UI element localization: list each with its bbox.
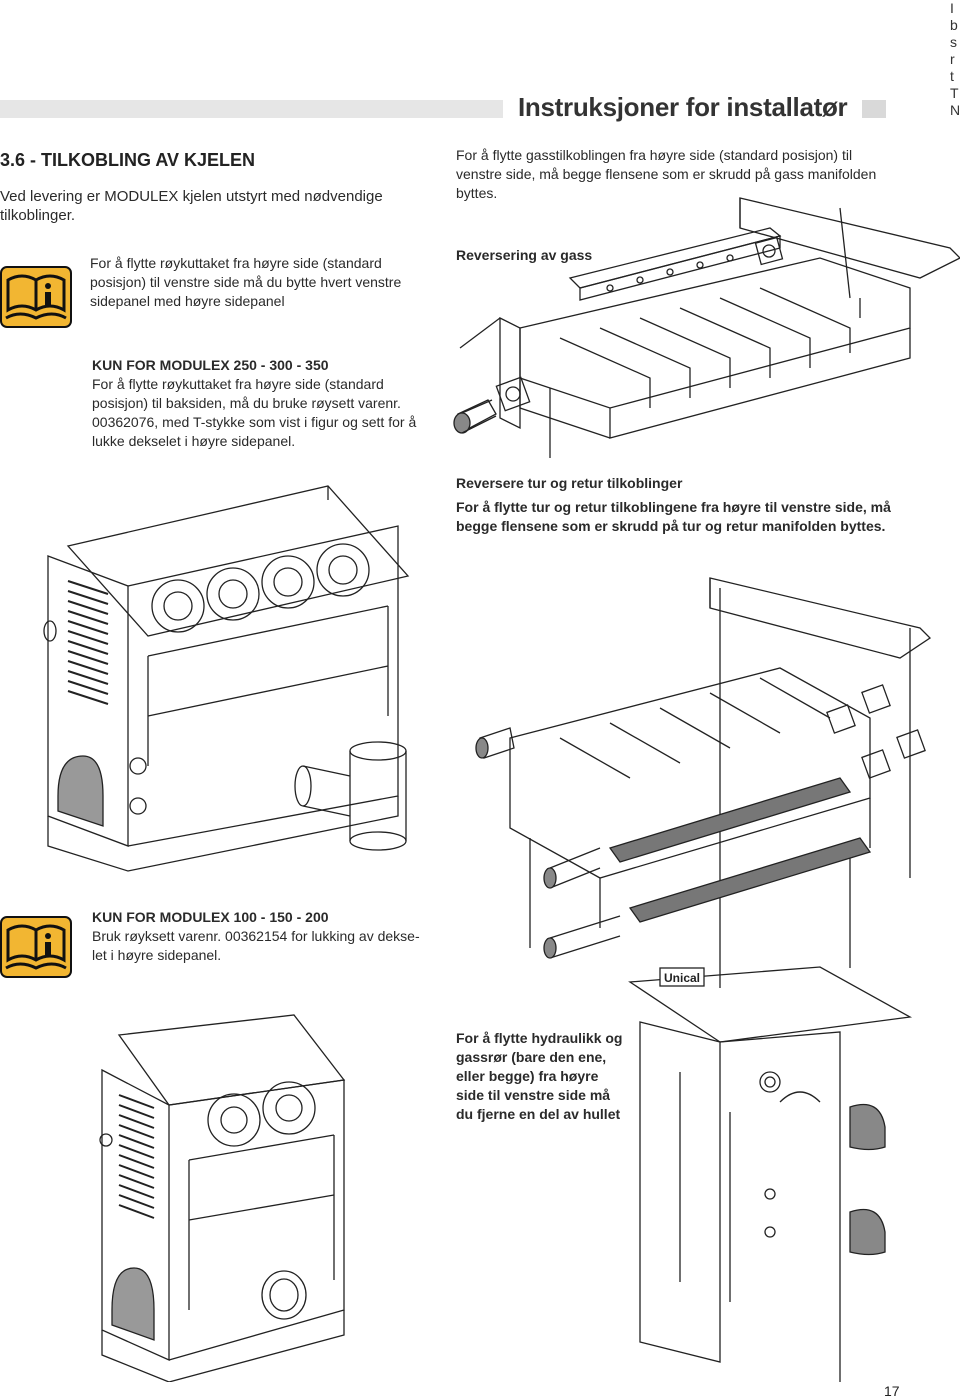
edge-char: N: [950, 102, 960, 118]
hydraulic-manifold-figure: [475, 577, 932, 988]
gas-line: byttes.: [456, 185, 498, 201]
modulex-small-line: let i høyre sidepanel.: [92, 947, 222, 963]
edge-char: r: [950, 51, 955, 67]
hydraulic-line: du fjerne en del av hullet: [456, 1106, 621, 1122]
gas-text: For å flytte gasstilkoblingen fra høyre …: [456, 146, 876, 203]
edge-char: T: [950, 85, 959, 101]
flue-note: For å flytte røykuttaket fra høyre side …: [90, 254, 401, 311]
modulex-large-line: For å flytte røykuttaket fra høyre side …: [92, 376, 384, 392]
modulex-small-heading: KUN FOR MODULEX 100 - 150 - 200: [92, 909, 329, 925]
hydraulic-line: side til venstre side må: [456, 1087, 611, 1103]
header-bar-left: [0, 100, 503, 118]
flow-return-text: Reversere tur og retur tilkoblinger For …: [456, 474, 891, 536]
header-bar-right: [862, 100, 886, 118]
modulex-large-line: posisjon) til baksiden, må du bruke røys…: [92, 395, 401, 411]
gas-line: For å flytte gasstilkoblingen fra høyre …: [456, 147, 853, 163]
hydraulic-line: eller begge) fra høyre: [456, 1068, 599, 1084]
hydraulic-note: For å flytte hydraulikk og gassrør (bare…: [456, 1029, 622, 1124]
boiler-side-figure: Unical: [628, 966, 913, 1382]
cropped-edge-text: I b s r t T N: [950, 0, 960, 119]
info-book-icon: [0, 266, 72, 328]
modulex-small-line: Bruk røyksett varenr. 00362154 for lukki…: [92, 928, 420, 944]
gas-line: venstre side, må begge flensene som er s…: [456, 166, 877, 182]
hydraulic-line: gassrør (bare den ene,: [456, 1049, 607, 1065]
modulex-large-block: KUN FOR MODULEX 250 - 300 - 350 For å fl…: [92, 356, 416, 451]
intro-line: Ved levering er MODULEX kjelen utstyrt m…: [0, 188, 383, 205]
info-book-icon: [0, 916, 72, 978]
hydraulic-line: For å flytte hydraulikk og: [456, 1030, 623, 1046]
page-number: 17: [884, 1383, 900, 1399]
edge-char: I: [950, 0, 954, 16]
edge-char: s: [950, 34, 957, 50]
modulex-large-line: lukke dekselet i høyre sidepanel.: [92, 433, 296, 449]
flow-return-line: begge flensene som er skrudd på tur og r…: [456, 518, 886, 534]
boiler-small-figure: [99, 1014, 346, 1382]
modulex-large-line: 00362076, med T-stykke som vist i figur …: [92, 414, 417, 430]
flow-return-heading: Reversere tur og retur tilkoblinger: [456, 475, 683, 491]
edge-char: t: [950, 68, 954, 84]
flue-note-line: posisjon) til venstre side må du bytte h…: [90, 274, 402, 290]
section-title: 3.6 - TILKOBLING AV KJELEN: [0, 150, 256, 170]
edge-char: b: [950, 17, 958, 33]
modulex-small-block: KUN FOR MODULEX 100 - 150 - 200 Bruk røy…: [92, 908, 420, 965]
flue-note-line: For å flytte røykuttaket fra høyre side …: [90, 255, 382, 271]
brand-logo: Unical: [664, 971, 700, 985]
flow-return-line: For å flytte tur og retur tilkoblingene …: [456, 499, 891, 515]
gas-manifold-figure: [453, 197, 960, 458]
intro-line: tilkoblinger.: [0, 207, 76, 224]
modulex-large-heading: KUN FOR MODULEX 250 - 300 - 350: [92, 357, 329, 373]
page-header-title: Instruksjoner for installatør: [518, 92, 848, 122]
boiler-large-figure: [43, 485, 410, 872]
section-intro: Ved levering er MODULEX kjelen utstyrt m…: [0, 187, 383, 225]
flue-note-line: sidepanel med høyre sidepanel: [90, 293, 285, 309]
gas-reversal-label: Reversering av gass: [456, 247, 593, 263]
